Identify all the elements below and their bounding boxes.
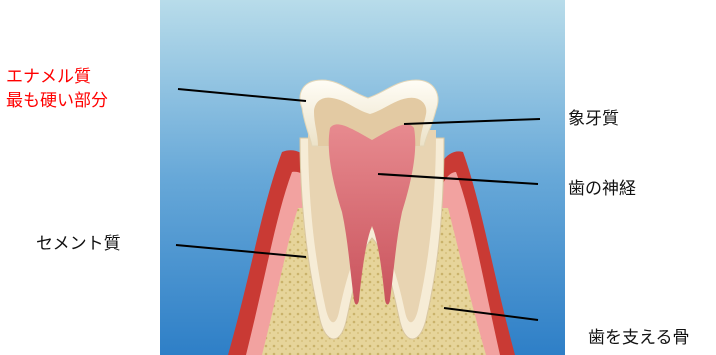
label-enamel: エナメル質 xyxy=(6,66,91,88)
label-dentin: 象牙質 xyxy=(568,108,619,130)
label-nerve: 歯の神経 xyxy=(568,178,636,200)
label-bone: 歯を支える骨 xyxy=(588,327,690,349)
label-cementum: セメント質 xyxy=(36,233,121,255)
label-enamel-note: 最も硬い部分 xyxy=(6,90,108,112)
